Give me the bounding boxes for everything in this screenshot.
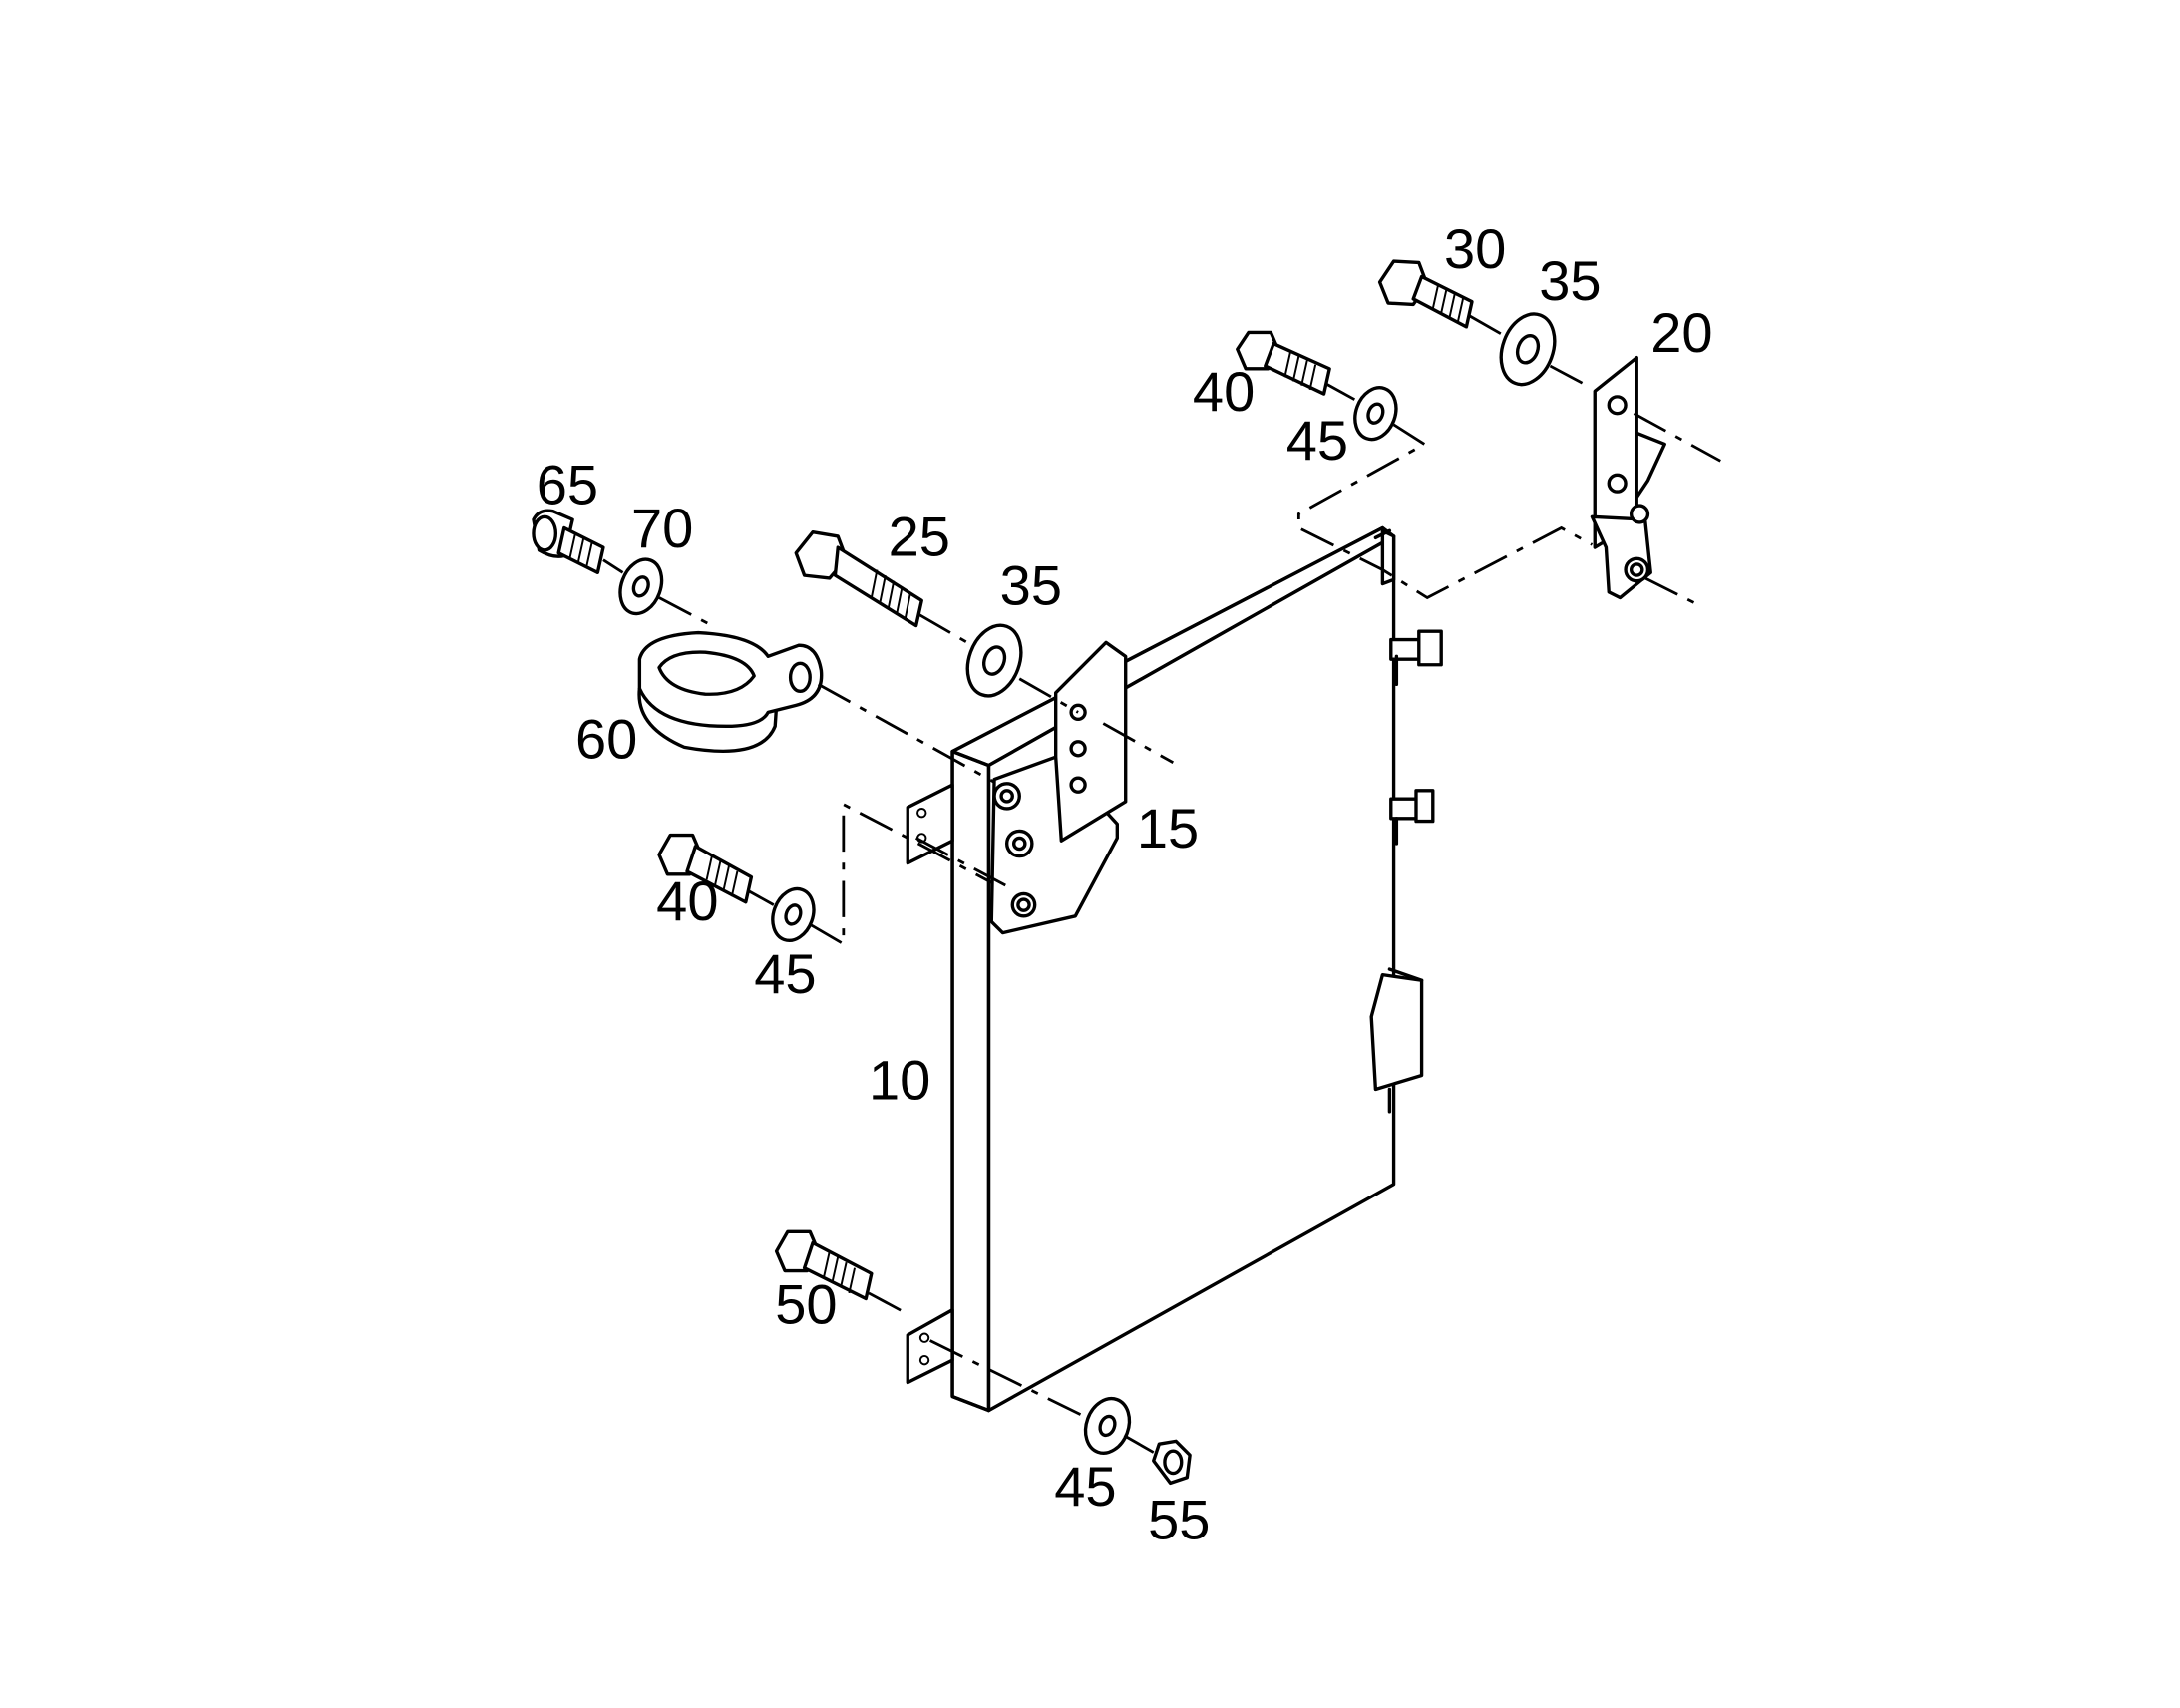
washer-45-middle — [771, 886, 816, 942]
bracket-20 — [1590, 355, 1666, 600]
callout-25: 25 — [889, 506, 950, 568]
callout-30: 30 — [1444, 217, 1506, 280]
bolt-30 — [1377, 259, 1474, 329]
bolt-25 — [794, 530, 923, 628]
callouts: 10 15 20 25 30 35 35 40 40 45 45 45 50 5… — [537, 217, 1713, 1550]
callout-20: 20 — [1650, 301, 1712, 364]
bolt-40-lower — [657, 833, 754, 904]
washer-35-right — [1499, 312, 1557, 387]
callout-40-lower: 40 — [656, 869, 718, 932]
callout-10: 10 — [869, 1048, 930, 1111]
callout-40-upper: 40 — [1193, 360, 1255, 423]
callout-35-left: 35 — [1000, 554, 1062, 617]
assembly-lines — [602, 314, 1721, 1454]
callout-55: 55 — [1148, 1488, 1210, 1550]
bolt-50 — [774, 1229, 874, 1301]
callout-65: 65 — [537, 454, 598, 516]
callout-60: 60 — [575, 708, 637, 771]
bracket-15 — [989, 640, 1128, 935]
callout-45-lower: 45 — [1054, 1455, 1116, 1518]
washer-35-left — [965, 623, 1023, 698]
callout-15: 15 — [1137, 797, 1199, 859]
clamp-60 — [637, 630, 824, 754]
callout-70: 70 — [631, 497, 693, 559]
bolt-40-upper — [1236, 330, 1331, 396]
callout-35-right: 35 — [1539, 249, 1601, 312]
callout-45-middle: 45 — [754, 942, 816, 1005]
washer-45-upper — [1353, 386, 1398, 442]
callout-50: 50 — [775, 1273, 837, 1336]
screw-65 — [532, 509, 605, 575]
nut-55 — [1152, 1439, 1192, 1486]
washer-45-lower — [1083, 1396, 1132, 1455]
callout-45-upper: 45 — [1286, 409, 1348, 472]
washer-70 — [618, 557, 664, 616]
